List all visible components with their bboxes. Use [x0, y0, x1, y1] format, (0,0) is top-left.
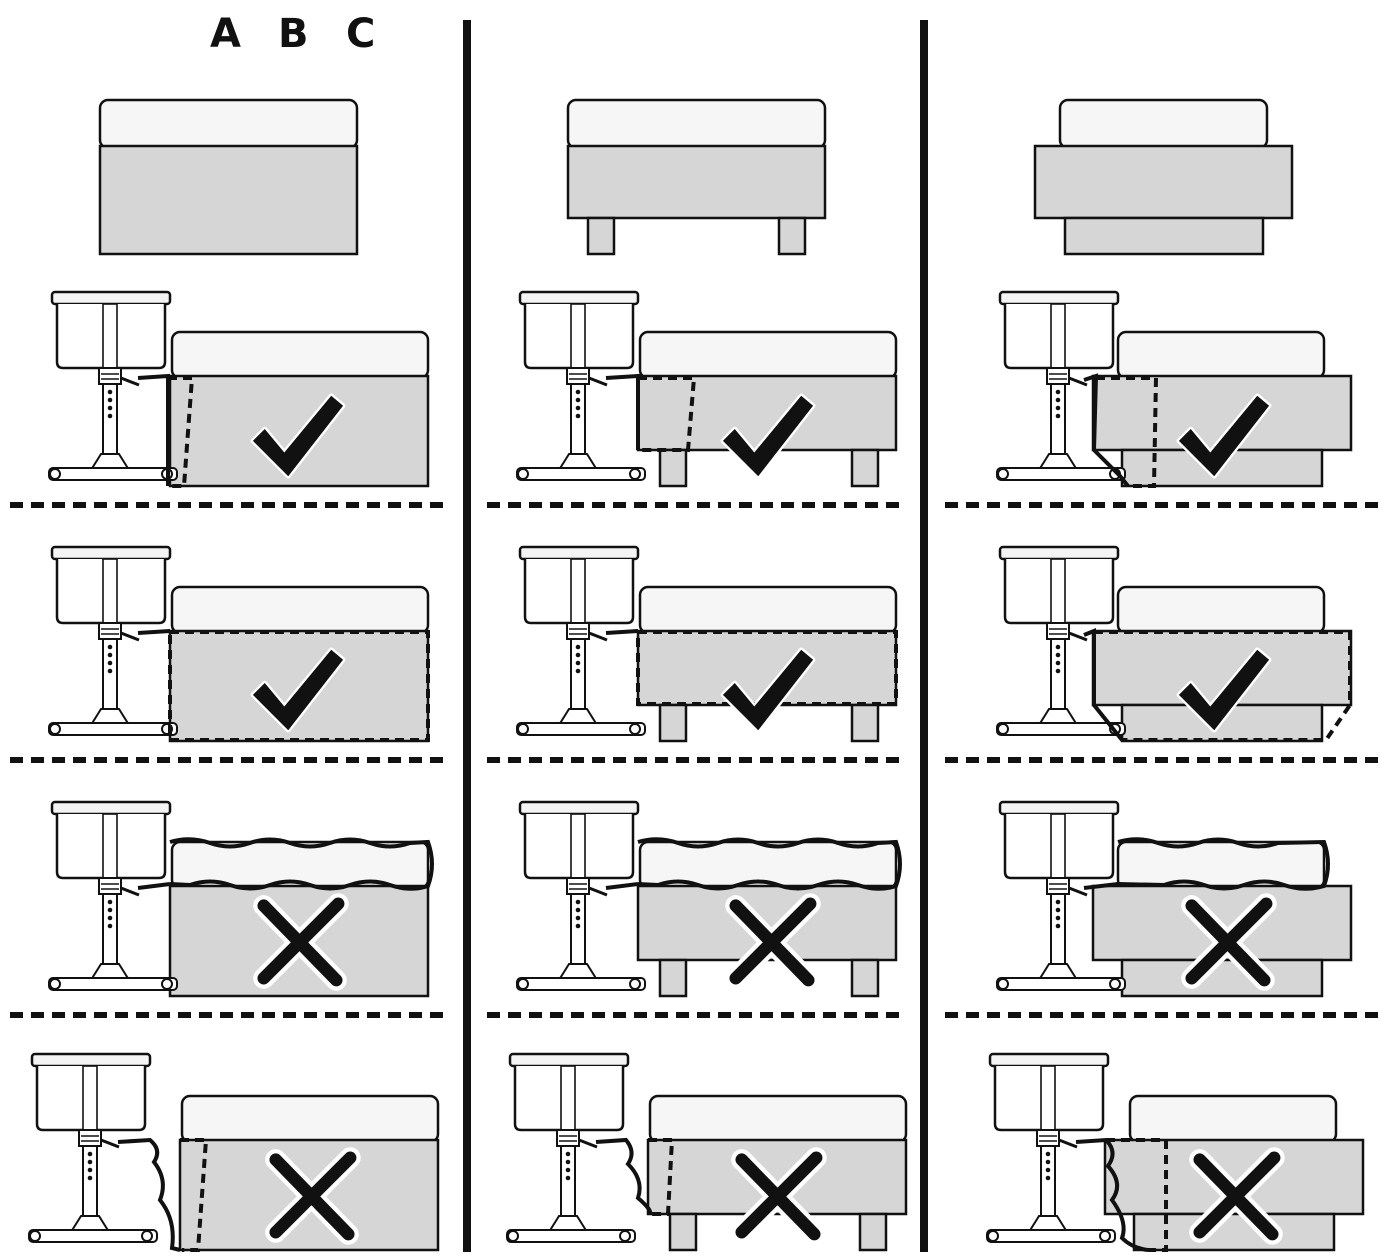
column-labels: A B C [210, 11, 375, 57]
panel-a-row-1 [47, 290, 430, 488]
panel-a-row-3 [47, 800, 434, 998]
bed-type-b [566, 98, 827, 256]
row-separators [10, 502, 1385, 1018]
panel-c-row-2 [995, 545, 1353, 743]
panel-a-row-2 [47, 545, 430, 743]
bed-type-c [1033, 98, 1294, 256]
bed-type-a [98, 98, 359, 256]
panel-c-row-3 [995, 800, 1353, 998]
panel-a-row-4 [27, 1052, 440, 1252]
column-divider-2 [920, 20, 928, 1252]
column-divider-1 [463, 20, 471, 1252]
panel-b-row-4 [505, 1052, 908, 1252]
panel-b-row-2 [515, 545, 898, 743]
panel-c-row-4 [985, 1052, 1365, 1252]
panel-b-row-3 [515, 800, 902, 998]
panel-b-row-1 [515, 290, 898, 488]
panel-c-row-1 [995, 290, 1353, 488]
column-label-c: C [346, 11, 375, 57]
column-label-a: A [210, 11, 241, 57]
column-dividers [463, 20, 928, 1252]
column-label-b: B [278, 11, 309, 57]
